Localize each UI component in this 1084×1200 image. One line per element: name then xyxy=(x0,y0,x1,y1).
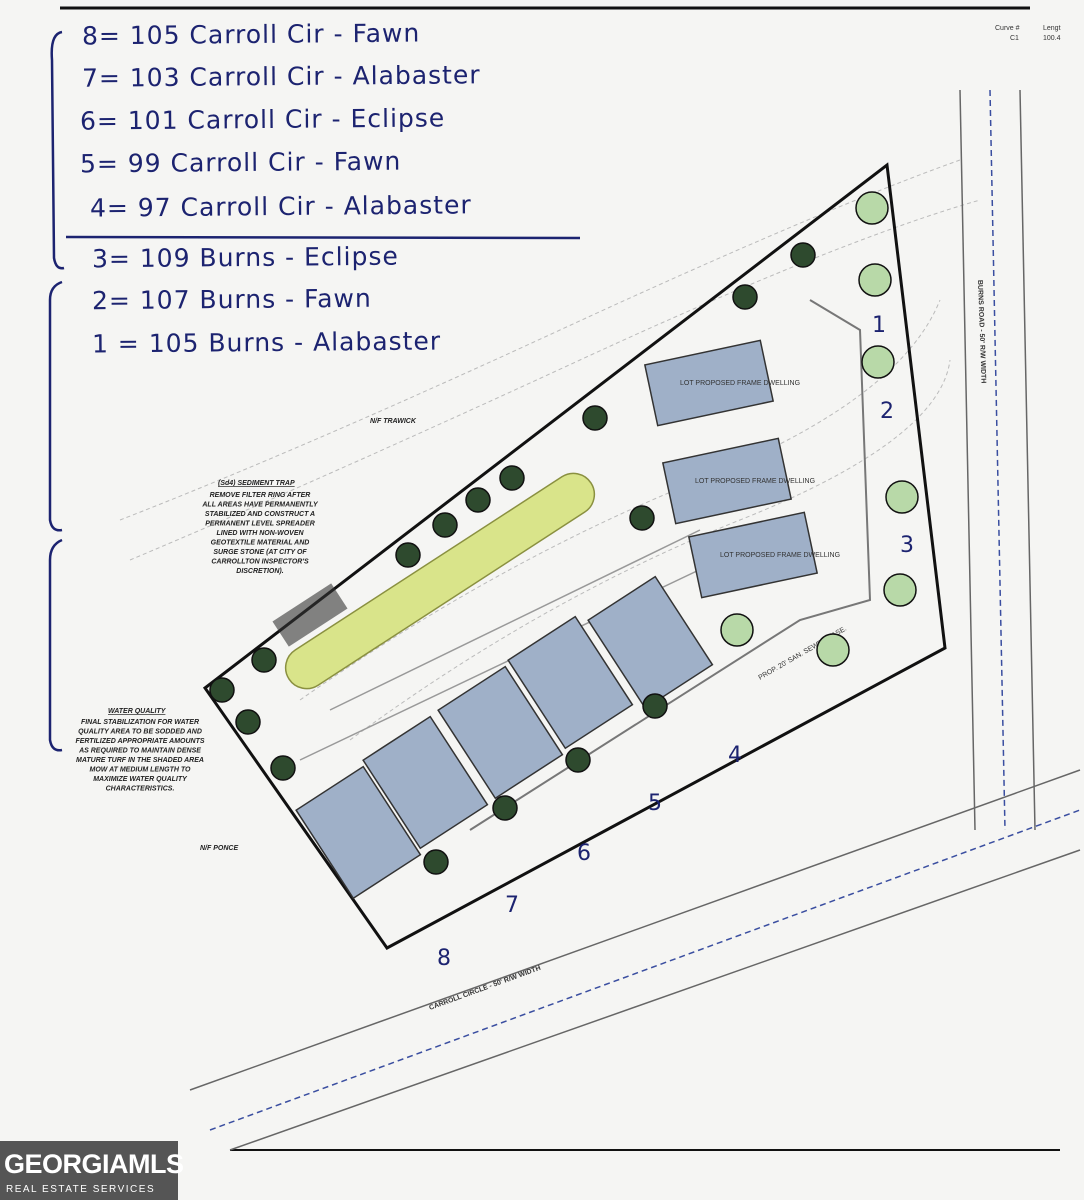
house-lot-2 xyxy=(661,437,793,525)
tree-icon xyxy=(235,709,261,735)
house-lot-7 xyxy=(362,715,489,850)
note-line: PERMANENT LEVEL SPREADER xyxy=(205,521,315,528)
note-line: LINED WITH NON-WOVEN xyxy=(216,530,304,537)
tree-icon xyxy=(642,693,668,719)
tree-icon xyxy=(492,795,518,821)
note-line: AS REQUIRED TO MAINTAIN DENSE xyxy=(78,748,201,755)
burns-road-label: BURNS ROAD - 50' R/W WIDTH xyxy=(976,280,987,384)
water-quality-title: WATER QUALITY xyxy=(108,708,167,715)
tree-icon xyxy=(209,677,235,703)
tree-icon xyxy=(720,613,754,647)
sediment-trap-title: (Sd4) SEDIMENT TRAP xyxy=(218,480,295,487)
driveway xyxy=(469,299,872,831)
list-item-lot-5: 5= 99 Carroll Cir - Fawn xyxy=(79,146,402,179)
lot-number-2: 2 xyxy=(880,399,894,424)
note-line: GEOTEXTILE MATERIAL AND xyxy=(211,540,310,547)
lot-numbers: 1 2 3 4 5 6 7 8 xyxy=(437,313,914,971)
list-item-lot-3: 3= 109 Burns - Eclipse xyxy=(91,241,399,274)
tree-icon xyxy=(582,405,608,431)
sediment-trap-note: (Sd4) SEDIMENT TRAP REMOVE FILTER RING A… xyxy=(201,480,319,575)
house-lot-5 xyxy=(507,615,634,750)
georgiamls-watermark: GEORGIAMLS REAL ESTATE SERVICES xyxy=(0,1141,184,1200)
tree-icon xyxy=(395,542,421,568)
lot-number-3: 3 xyxy=(900,533,914,558)
tree-icon xyxy=(855,191,889,225)
note-line: FERTILIZED APPROPRIATE AMOUNTS xyxy=(75,738,204,745)
house-label: LOT PROPOSED FRAME DWELLING xyxy=(720,552,840,559)
list-item-lot-7: 7= 103 Carroll Cir - Alabaster xyxy=(81,60,481,93)
property-boundary xyxy=(202,162,947,950)
note-line: SURGE STONE (AT CITY OF xyxy=(213,549,307,556)
house-label: LOT PROPOSED FRAME DWELLING xyxy=(680,380,800,387)
owner-ponce: N/F PONCE xyxy=(200,845,238,852)
note-line: DISCRETION). xyxy=(236,568,284,575)
water-quality-note: WATER QUALITY FINAL STABILIZATION FOR WA… xyxy=(75,708,204,793)
tree-icon xyxy=(465,487,491,513)
tree-icon xyxy=(270,755,296,781)
burns-road xyxy=(959,89,1036,831)
curve-header: Curve # xyxy=(995,25,1020,32)
note-line: ALL AREAS HAVE PERMANENTLY xyxy=(201,502,319,509)
note-line: CARROLLTON INSPECTOR'S xyxy=(211,559,309,566)
house-lot-8 xyxy=(295,765,422,900)
house-lot-4 xyxy=(587,575,714,710)
house-lot-3 xyxy=(687,511,819,599)
trees xyxy=(209,191,919,875)
note-line: REMOVE FILTER RING AFTER xyxy=(210,492,311,499)
tree-icon xyxy=(885,480,919,514)
lot-number-7: 7 xyxy=(505,893,519,918)
lot-number-4: 4 xyxy=(728,743,742,768)
watermark-tagline: REAL ESTATE SERVICES xyxy=(6,1184,156,1195)
tree-icon xyxy=(732,284,758,310)
list-item-lot-1: 1 = 105 Burns - Alabaster xyxy=(91,326,442,359)
note-line: CHARACTERISTICS. xyxy=(106,786,175,793)
watermark-brand: GEORGIAMLS xyxy=(4,1149,184,1179)
carroll-road-label: CARROLL CIRCLE - 50' R/W WIDTH xyxy=(428,965,541,1012)
curve-length: 100.4 xyxy=(1043,35,1061,42)
lot-number-8: 8 xyxy=(437,946,451,971)
tree-icon xyxy=(251,647,277,673)
lot-number-6: 6 xyxy=(577,841,591,866)
owner-trawick: N/F TRAWICK xyxy=(370,418,417,425)
sediment-trap xyxy=(272,583,348,647)
list-item-lot-4: 4= 97 Carroll Cir - Alabaster xyxy=(89,190,472,223)
house-lot-1 xyxy=(643,339,775,427)
handwritten-brackets xyxy=(48,30,581,752)
curve-id: C1 xyxy=(1010,35,1019,42)
tree-icon xyxy=(861,345,895,379)
house-lot-6 xyxy=(437,665,564,800)
note-line: MAXIMIZE WATER QUALITY xyxy=(93,776,188,783)
list-item-lot-8: 8= 105 Carroll Cir - Fawn xyxy=(81,18,421,51)
note-line: MATURE TURF IN THE SHADED AREA xyxy=(76,757,204,764)
house-label: LOT PROPOSED FRAME DWELLING xyxy=(695,478,815,485)
note-line: QUALITY AREA TO BE SODDED AND xyxy=(78,729,202,736)
houses xyxy=(295,339,819,900)
tree-icon xyxy=(858,263,892,297)
list-item-lot-2: 2= 107 Burns - Fawn xyxy=(91,283,372,316)
lot-number-5: 5 xyxy=(648,791,662,816)
length-header: Lengt xyxy=(1043,25,1061,32)
note-line: FINAL STABILIZATION FOR WATER xyxy=(81,719,199,726)
note-line: MOW AT MEDIUM LENGTH TO xyxy=(90,767,192,774)
water-quality-area xyxy=(284,472,596,690)
tree-icon xyxy=(629,505,655,531)
list-item-lot-6: 6= 101 Carroll Cir - Eclipse xyxy=(79,103,446,136)
tree-icon xyxy=(790,242,816,268)
tree-icon xyxy=(565,747,591,773)
tree-icon xyxy=(499,465,525,491)
carroll-road xyxy=(189,769,1081,1151)
tree-icon xyxy=(883,573,917,607)
tree-icon xyxy=(432,512,458,538)
house-labels: LOT PROPOSED FRAME DWELLING LOT PROPOSED… xyxy=(680,380,840,559)
note-line: STABILIZED AND CONSTRUCT A xyxy=(205,511,315,518)
lot-number-1: 1 xyxy=(872,313,886,338)
tree-icon xyxy=(423,849,449,875)
tree-icon xyxy=(816,633,850,667)
